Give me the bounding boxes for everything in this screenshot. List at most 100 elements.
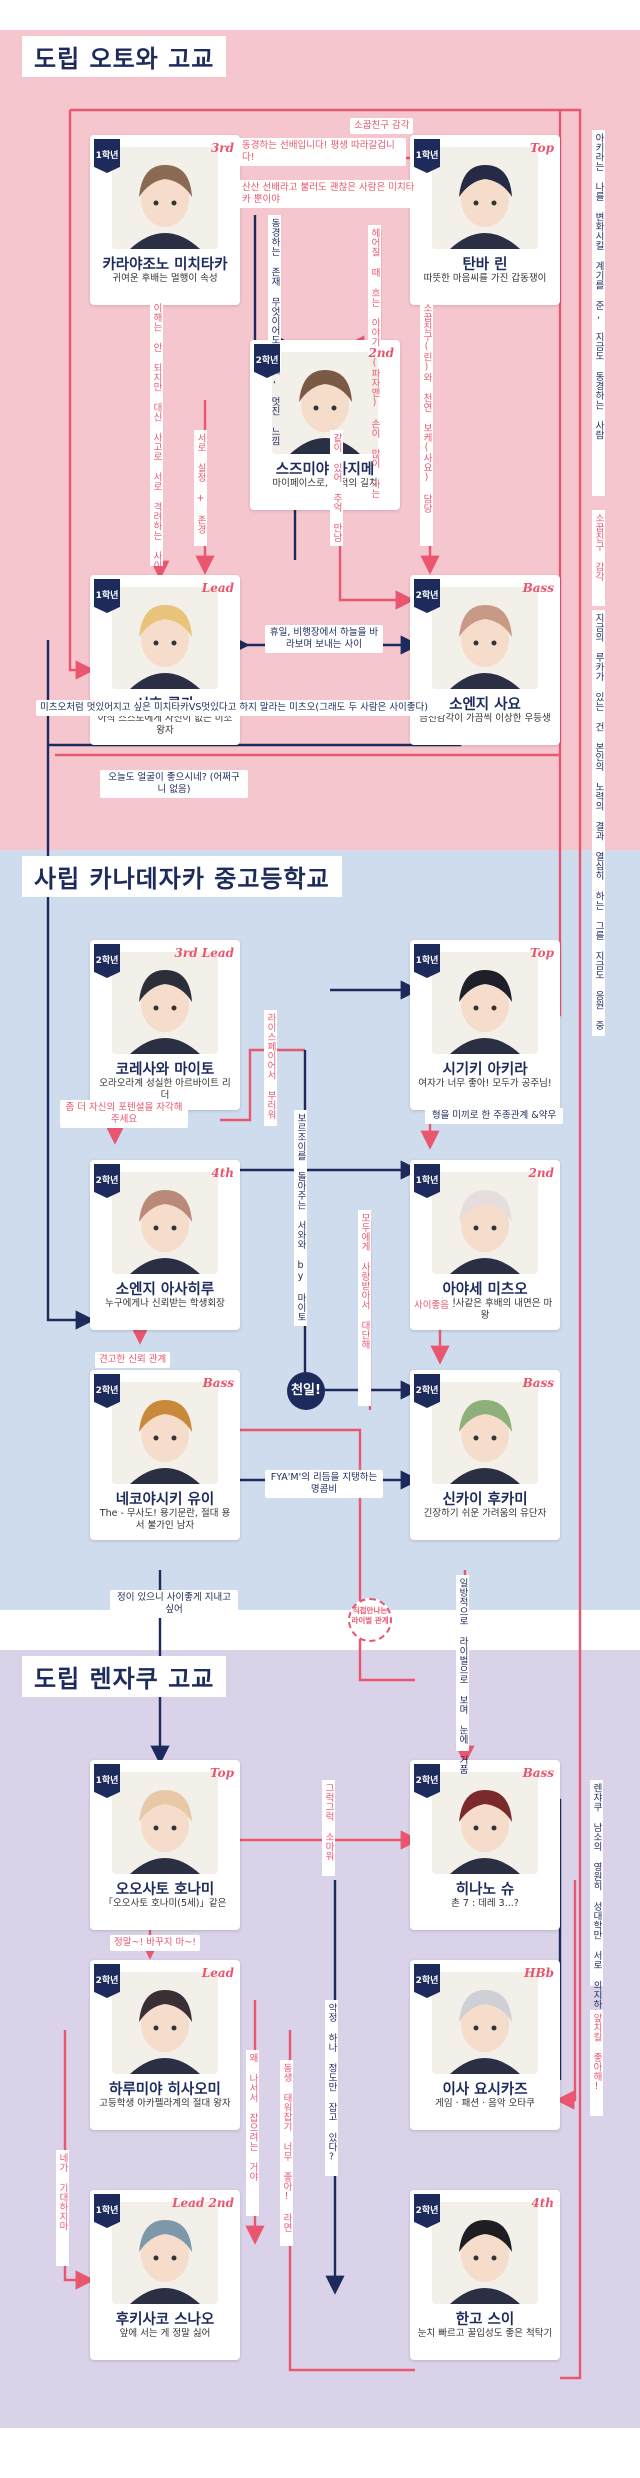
grade-badge: 1학년 — [94, 2194, 120, 2228]
character-portrait — [112, 1172, 218, 1274]
grade-badge: 2학년 — [414, 579, 440, 613]
character-description: 앞에 서는 게 정말 싫어 — [119, 2328, 211, 2339]
character-name: 이사 요시카즈 — [442, 2082, 528, 2098]
character-description: 귀여운 후배는 멀행이 속성 — [112, 273, 218, 284]
label-get-along: 정이 있으니 사이좋게 지내고 싶어 — [110, 1590, 238, 1618]
part-label: Lead 2nd — [172, 2196, 234, 2210]
character-description: 「오오사토 호나미(5세)」같은 — [103, 1898, 227, 1909]
grade-badge: 1학년 — [414, 944, 440, 978]
label-face: 오늘도 얼굴이 좋으시네? (어쩌구니 없음) — [100, 770, 248, 798]
avatar-illustration — [112, 1972, 218, 2074]
avatar-illustration — [112, 147, 218, 249]
heoryul-badge: 천일! — [287, 1372, 325, 1410]
character-portrait — [432, 587, 538, 689]
character-description: 외면이 천사같은 후배의 내면은 마왕 — [417, 1298, 553, 1321]
avatar-illustration — [432, 1382, 538, 1484]
label-potential: 좀 더 자신의 포텐셜을 자각해 주세요 — [60, 1100, 188, 1128]
part-label: 2nd — [528, 1166, 554, 1180]
avatar-illustration — [112, 952, 218, 1054]
avatar-illustration — [432, 1772, 538, 1874]
label-akira-admire: 아키라는 나를 변화시킬 계기를 준, 지금도 동경하는 사람 — [592, 130, 605, 496]
part-label: 3rd Lead — [174, 946, 234, 960]
label-luka-cheer: 지금의 루카가 있는 건 본인의 노력의 결과 열심히 하는 그를 지금도 응원… — [592, 610, 605, 1036]
part-label: 4th — [531, 2196, 554, 2210]
label-call-senpai: 산산 선배라고 불러도 괜찮은 사람은 미치타카 뿐이야 — [238, 180, 426, 208]
label-support: 렌쟈쿠 남소의 영원히 성대학만 서로 의지하는 사이 — [590, 1780, 603, 2049]
part-label: 4th — [211, 1166, 234, 1180]
character-name: 카라야조노 미치타카 — [102, 257, 228, 273]
character-name: 히나노 슈 — [455, 1882, 515, 1898]
label-boke: 소꿉친구(린)와 천연 보케(사요) 담당 — [420, 300, 433, 546]
character-description: 따뜻한 마음씨를 가진 갑동쟁이 — [423, 273, 547, 284]
part-label: Bass — [522, 581, 554, 595]
character-description: The - 무사도! 용기문란, 절대 용서 불가인 남자 — [99, 1508, 231, 1531]
character-name: 시기키 아키라 — [442, 1062, 528, 1078]
character-name: 신카이 후카미 — [442, 1492, 528, 1508]
grade-badge: 1학년 — [414, 1164, 440, 1198]
character-description: 게임 · 패션 · 음악 오타쿠 — [435, 2098, 535, 2109]
label-thanks: 그럭그럭 소마워 — [322, 1780, 335, 1876]
part-label: Lead — [201, 1966, 234, 1980]
label-grab: 악정 하나 정도만 잡고 있다? — [325, 2000, 338, 2176]
label-follow-senpai: 동경하는 선배입니다! 평생 따라갈겁니다! — [238, 138, 406, 166]
character-description: 긴장하기 쉬운 가려움의 유단자 — [423, 1508, 547, 1519]
grade-badge: 2학년 — [414, 1964, 440, 1998]
rival-stamp: 직접만나는 라이벌 관계 — [348, 1598, 392, 1642]
label-mitsuo-vs: 미츠오처럼 멋있어지고 싶은 미치타카VS멋있다고 하지 말라는 미츠오(그래도… — [36, 700, 444, 716]
character-portrait — [112, 952, 218, 1054]
part-label: Bass — [522, 1376, 554, 1390]
part-label: 3rd — [210, 141, 234, 155]
character-description: 마이페이스로, 기적의 길치 — [272, 478, 378, 489]
avatar-illustration — [272, 352, 378, 454]
label-envy: 라이스페이어서 부러워 — [264, 1010, 277, 1126]
grade-badge: 1학년 — [94, 139, 120, 173]
part-label: HBb — [524, 1966, 554, 1980]
avatar-illustration — [432, 1972, 538, 2074]
label-borzoi: 보르조이를 돌아주는 서와와 by 마이토 — [294, 1110, 307, 1326]
label-master-servant: 형을 미끼로 한 주종관계 &약우 — [425, 1108, 563, 1124]
character-portrait — [432, 1772, 538, 1874]
character-name: 한고 스이 — [455, 2312, 515, 2328]
label-care: 헤어질 때 흐는 이야기 (파자맨) 손이 많이 가는 — [368, 225, 381, 498]
character-name: 소엔지 사요 — [449, 697, 521, 713]
character-description: 금전감각이 가끔씩 이상한 우등생 — [419, 713, 551, 724]
grade-badge: 2학년 — [414, 1374, 440, 1408]
avatar-illustration — [112, 1772, 218, 1874]
character-portrait — [112, 587, 218, 689]
character-portrait — [112, 147, 218, 249]
label-why: 왜 나서서 잡으려는 거야 — [246, 2050, 259, 2216]
section-title-renjaku: 도립 렌자쿠 고교 — [22, 1656, 227, 1697]
grade-badge: 1학년 — [94, 1764, 120, 1798]
character-name: 스즈미야 하지메 — [275, 462, 375, 478]
character-description: 촌 7 : 데레 3...? — [451, 1898, 519, 1909]
label-admire-exist: 동경하는 존재 무엇이어도 노래, 멋진 느낌 — [268, 215, 281, 446]
character-name: 아야세 미츠오 — [442, 1282, 528, 1298]
part-label: 2nd — [368, 346, 394, 360]
character-name: 하루미야 히사오미 — [109, 2082, 221, 2098]
character-portrait — [432, 1172, 538, 1274]
part-label: Top — [530, 141, 554, 155]
label-dont-expect: 네가 기대하지마 — [56, 2150, 69, 2266]
character-name: 탄바 린 — [462, 257, 508, 273]
part-label: Lead — [201, 581, 234, 595]
grade-badge: 1학년 — [94, 579, 120, 613]
label-airfield: 휴일, 비행장에서 하늘을 바라보며 보내는 사이 — [265, 625, 383, 653]
part-label: Bass — [522, 1766, 554, 1780]
part-label: Top — [210, 1766, 234, 1780]
character-portrait — [432, 1382, 538, 1484]
label-sogup-side: 소꿉친구 감각 — [592, 510, 605, 606]
character-description: 아직 스스로에게 자신이 없는 미소 왕자 — [97, 713, 233, 736]
label-trust: 견고한 신뢰 관계 — [95, 1352, 171, 1368]
part-label: Bass — [202, 1376, 234, 1390]
grade-badge: 2학년 — [94, 944, 120, 978]
avatar-illustration — [112, 2202, 218, 2304]
label-loved: 모두에게 사랑받아서 대단해 — [358, 1210, 371, 1406]
character-portrait — [112, 1382, 218, 1484]
